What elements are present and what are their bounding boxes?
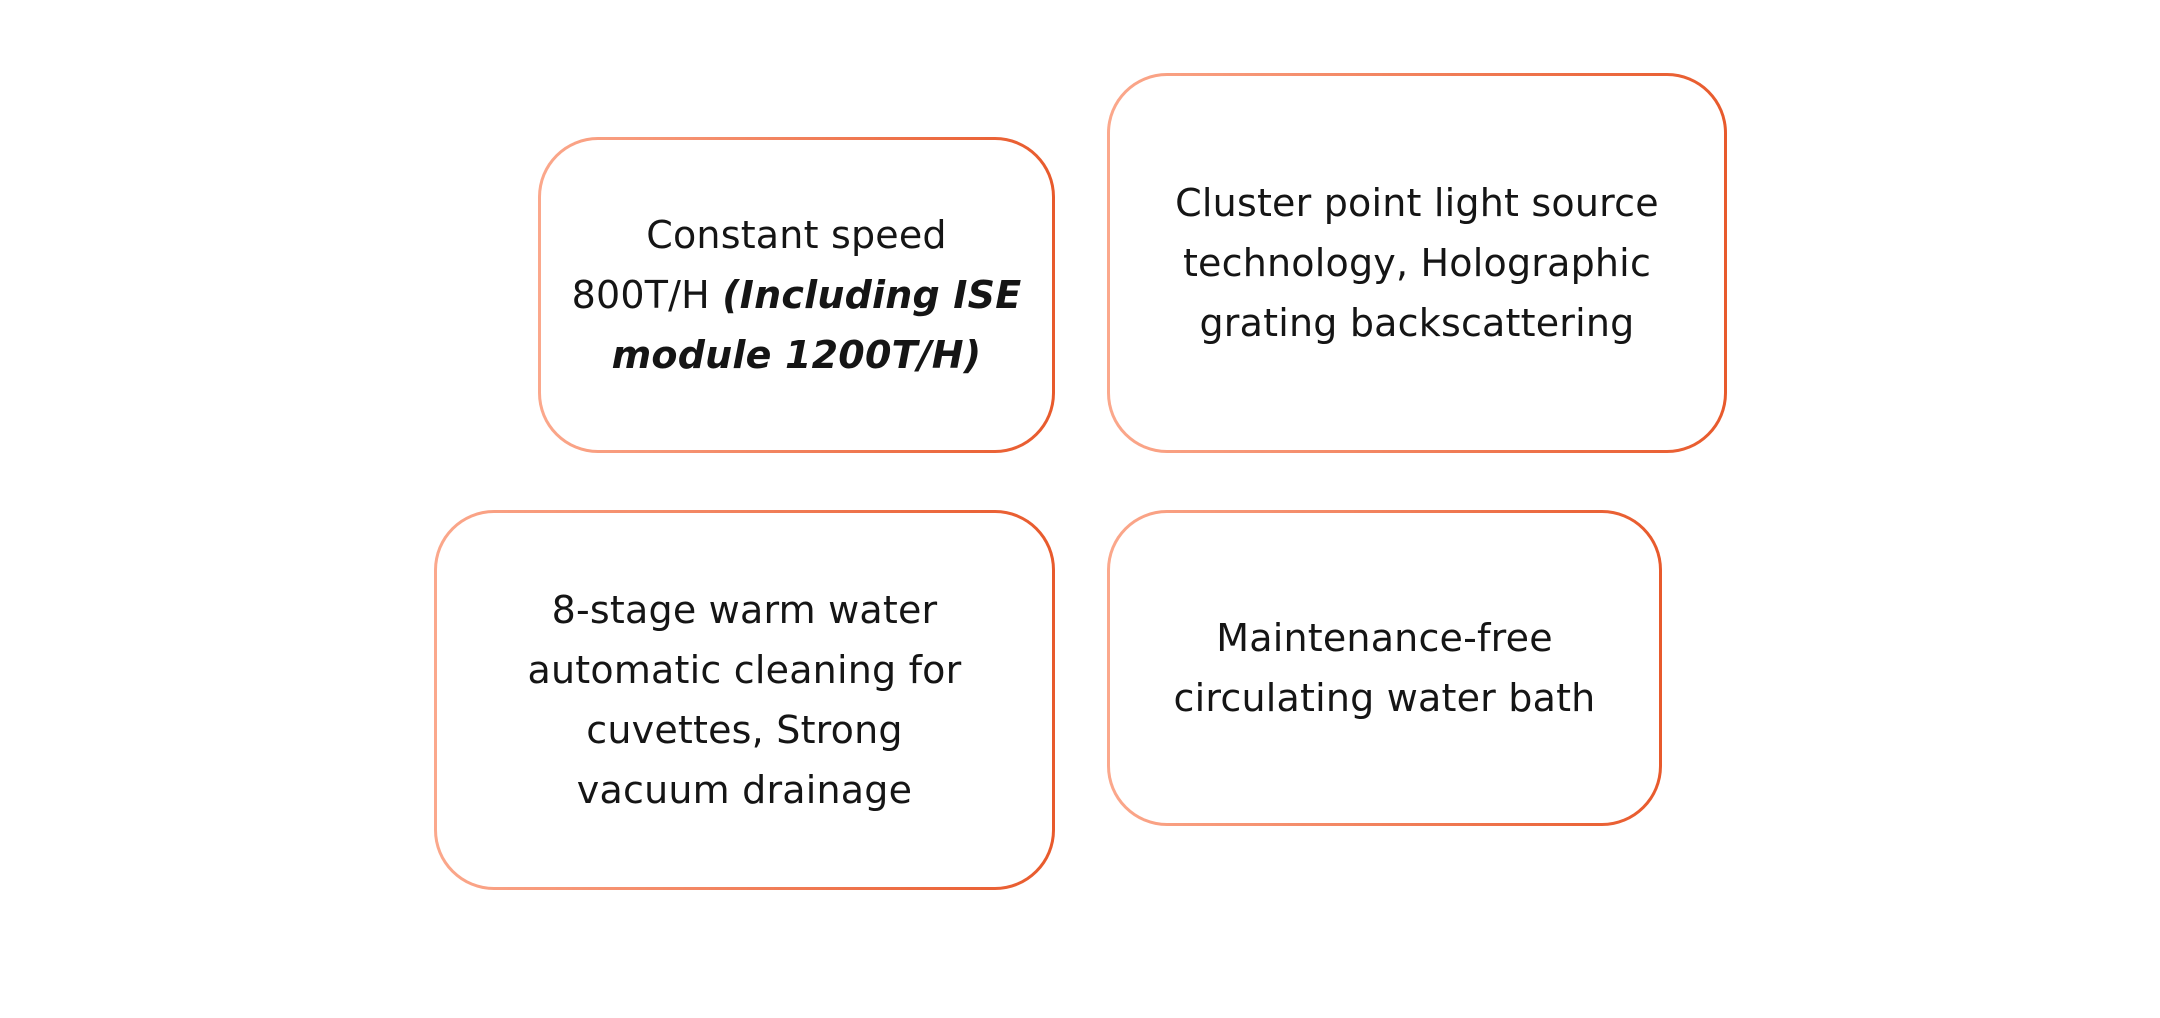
feature-line: 800T/H xyxy=(571,273,723,317)
feature-line: vacuum drainage xyxy=(576,768,913,812)
feature-card-light-source: Cluster point light source technology, H… xyxy=(1107,73,1727,453)
feature-line: Constant speed xyxy=(646,213,947,257)
feature-text: Constant speed 800T/H (Including ISE mod… xyxy=(572,205,1022,385)
feature-text: Maintenance-free circulating water bath xyxy=(1174,608,1596,728)
feature-emphasis: module 1200T/H) xyxy=(611,333,982,377)
feature-line: circulating water bath xyxy=(1173,676,1596,720)
feature-text: 8-stage warm water automatic cleaning fo… xyxy=(528,580,962,820)
feature-card-throughput: Constant speed 800T/H (Including ISE mod… xyxy=(538,137,1055,453)
feature-card-water-bath: Maintenance-free circulating water bath xyxy=(1107,510,1662,826)
feature-card-cleaning: 8-stage warm water automatic cleaning fo… xyxy=(434,510,1055,890)
feature-text: Cluster point light source technology, H… xyxy=(1175,173,1659,353)
feature-line: grating backscattering xyxy=(1199,301,1635,345)
feature-emphasis: (Including ISE xyxy=(722,273,1022,317)
feature-line: automatic cleaning for xyxy=(527,648,962,692)
feature-line: Maintenance-free xyxy=(1216,616,1553,660)
feature-line: 8-stage warm water xyxy=(551,588,938,632)
feature-line: technology, Holographic xyxy=(1182,241,1652,285)
feature-line: Cluster point light source xyxy=(1175,181,1659,225)
feature-line: cuvettes, Strong xyxy=(586,708,903,752)
